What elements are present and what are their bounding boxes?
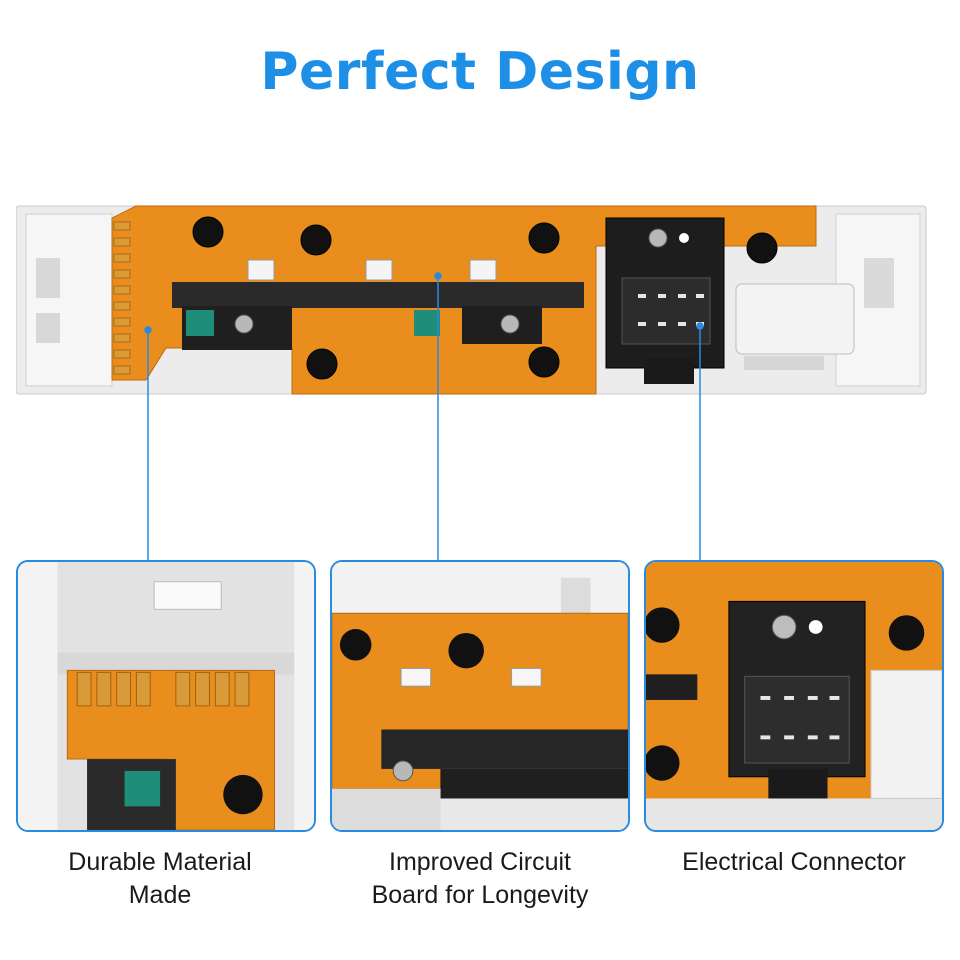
- circuit-board-closeup: [332, 562, 628, 830]
- caption-electrical-connector: Electrical Connector: [644, 846, 944, 879]
- caption-line: Improved Circuit: [389, 848, 571, 876]
- caption-line: Durable Material: [68, 848, 252, 876]
- caption-durable-material: Durable Material Made: [16, 846, 304, 912]
- caption-line: Made: [128, 881, 192, 909]
- feature-panel-circuit-board: [330, 560, 630, 832]
- electrical-connector-closeup: [646, 562, 942, 830]
- caption-line: Electrical Connector: [682, 848, 906, 876]
- caption-circuit-board: Improved Circuit Board for Longevity: [330, 846, 630, 912]
- page-title: Perfect Design: [260, 42, 700, 102]
- feature-panel-electrical-connector: [644, 560, 944, 832]
- durable-material-closeup: [18, 562, 314, 830]
- feature-panel-durable-material: [16, 560, 316, 832]
- caption-line: Board for Longevity: [371, 881, 589, 909]
- main-product-image: [16, 205, 927, 395]
